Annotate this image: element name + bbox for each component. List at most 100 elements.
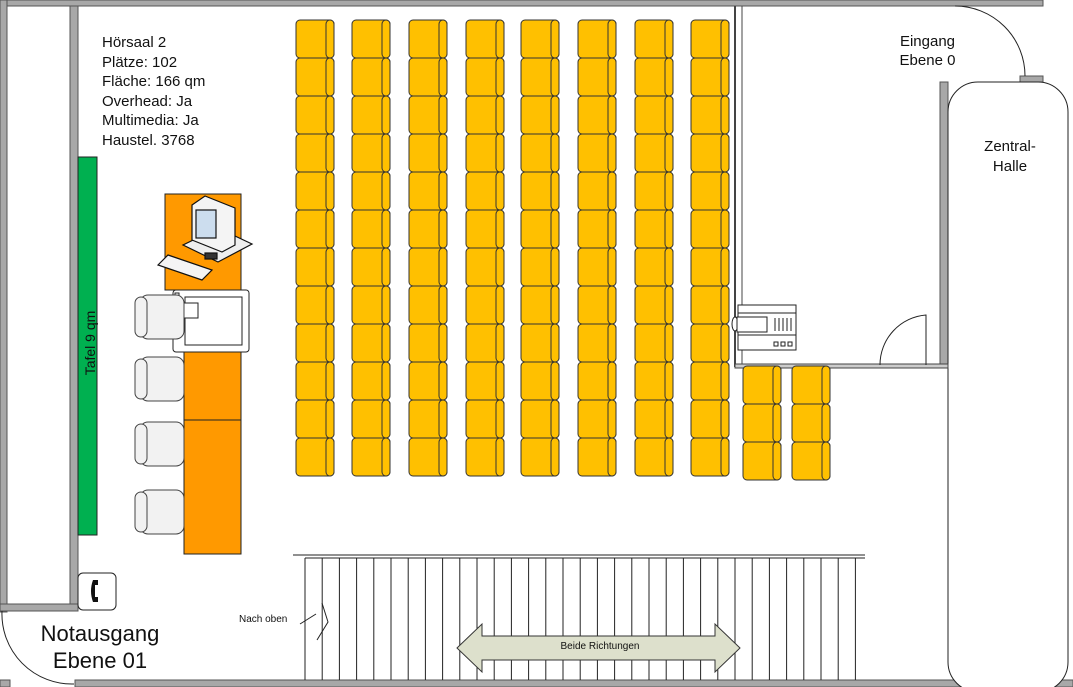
- seat: [791, 403, 831, 443]
- seat: [577, 57, 617, 97]
- seat: [465, 57, 505, 97]
- seat: [690, 209, 730, 249]
- seat: [520, 95, 560, 135]
- seat: [690, 95, 730, 135]
- seat: [465, 209, 505, 249]
- seat: [351, 323, 391, 363]
- partition-wall-horizontal: [734, 363, 949, 369]
- entrance-label: Eingang Ebene 0: [880, 32, 975, 70]
- room-area: Fläche: 166 qm: [102, 73, 206, 90]
- seat: [465, 437, 505, 477]
- seat: [520, 247, 560, 287]
- central-hall-label: Zentral- Halle: [975, 137, 1045, 177]
- room-overhead: Overhead: Ja: [102, 92, 193, 110]
- seat: [690, 399, 730, 439]
- seat: [520, 19, 560, 59]
- chair-icon: [134, 421, 185, 467]
- seat: [577, 133, 617, 173]
- seat: [408, 209, 448, 249]
- seat: [295, 285, 335, 325]
- seat: [634, 171, 674, 211]
- seat: [408, 285, 448, 325]
- seat: [690, 361, 730, 401]
- seat: [295, 323, 335, 363]
- seat: [465, 19, 505, 59]
- seat: [634, 399, 674, 439]
- chair-icon: [134, 489, 185, 535]
- seat: [408, 247, 448, 287]
- seat: [690, 171, 730, 211]
- seat: [634, 361, 674, 401]
- chair-icon: [134, 356, 185, 402]
- entrance-door-arc: [954, 5, 1026, 77]
- seat: [351, 361, 391, 401]
- seat: [634, 323, 674, 363]
- seat: [408, 323, 448, 363]
- room-info: Hörsaal 2 Plätze: 102 Fläche: 166 qm Ove…: [102, 33, 205, 150]
- seat: [634, 133, 674, 173]
- seat: [295, 361, 335, 401]
- seat: [791, 365, 831, 405]
- seat: [520, 361, 560, 401]
- seat: [408, 133, 448, 173]
- seat: [520, 171, 560, 211]
- seat: [351, 437, 391, 477]
- stairs-up-label: Nach oben: [239, 614, 288, 625]
- multimedia-device-icon: [731, 304, 797, 351]
- seat: [465, 361, 505, 401]
- chair-icon: [134, 294, 185, 340]
- seat: [351, 57, 391, 97]
- seat: [634, 57, 674, 97]
- computer-icon: [156, 195, 254, 281]
- seat: [520, 57, 560, 97]
- seat: [351, 171, 391, 211]
- room-multimedia: Multimedia: Ja: [102, 112, 199, 129]
- seat: [577, 209, 617, 249]
- seat: [690, 323, 730, 363]
- seat: [690, 247, 730, 287]
- seat: [520, 437, 560, 477]
- phone-icon: [77, 572, 117, 611]
- board-label: Tafel 9 qm: [82, 310, 98, 376]
- emergency-line2: Ebene 01: [52, 648, 148, 673]
- central-hall-outline: [947, 81, 1069, 687]
- seat: [408, 437, 448, 477]
- seat: [351, 19, 391, 59]
- staircase: [293, 554, 865, 680]
- seat: [742, 441, 782, 481]
- seat: [295, 57, 335, 97]
- blackboard: [77, 156, 98, 536]
- seat: [577, 285, 617, 325]
- seat: [577, 399, 617, 439]
- seat: [690, 437, 730, 477]
- seat: [351, 209, 391, 249]
- seat: [634, 247, 674, 287]
- seat: [351, 95, 391, 135]
- seat: [295, 437, 335, 477]
- seat: [408, 57, 448, 97]
- hall-line1: Zentral-: [984, 138, 1036, 155]
- seat: [465, 133, 505, 173]
- seat: [408, 19, 448, 59]
- seat: [295, 19, 335, 59]
- entrance-line2: Ebene 0: [899, 52, 956, 69]
- seat: [520, 285, 560, 325]
- seat: [351, 133, 391, 173]
- seat: [520, 209, 560, 249]
- seat: [295, 171, 335, 211]
- seat: [351, 399, 391, 439]
- seat: [295, 95, 335, 135]
- seat: [577, 247, 617, 287]
- seat: [465, 247, 505, 287]
- seat: [634, 19, 674, 59]
- seat: [577, 19, 617, 59]
- seat: [520, 323, 560, 363]
- seat: [634, 95, 674, 135]
- emergency-line1: Notausgang: [40, 621, 160, 646]
- seat: [520, 399, 560, 439]
- up-arrow-icon: [299, 602, 329, 641]
- stairs-direction-label: Beide Richtungen: [560, 641, 640, 652]
- seat: [634, 437, 674, 477]
